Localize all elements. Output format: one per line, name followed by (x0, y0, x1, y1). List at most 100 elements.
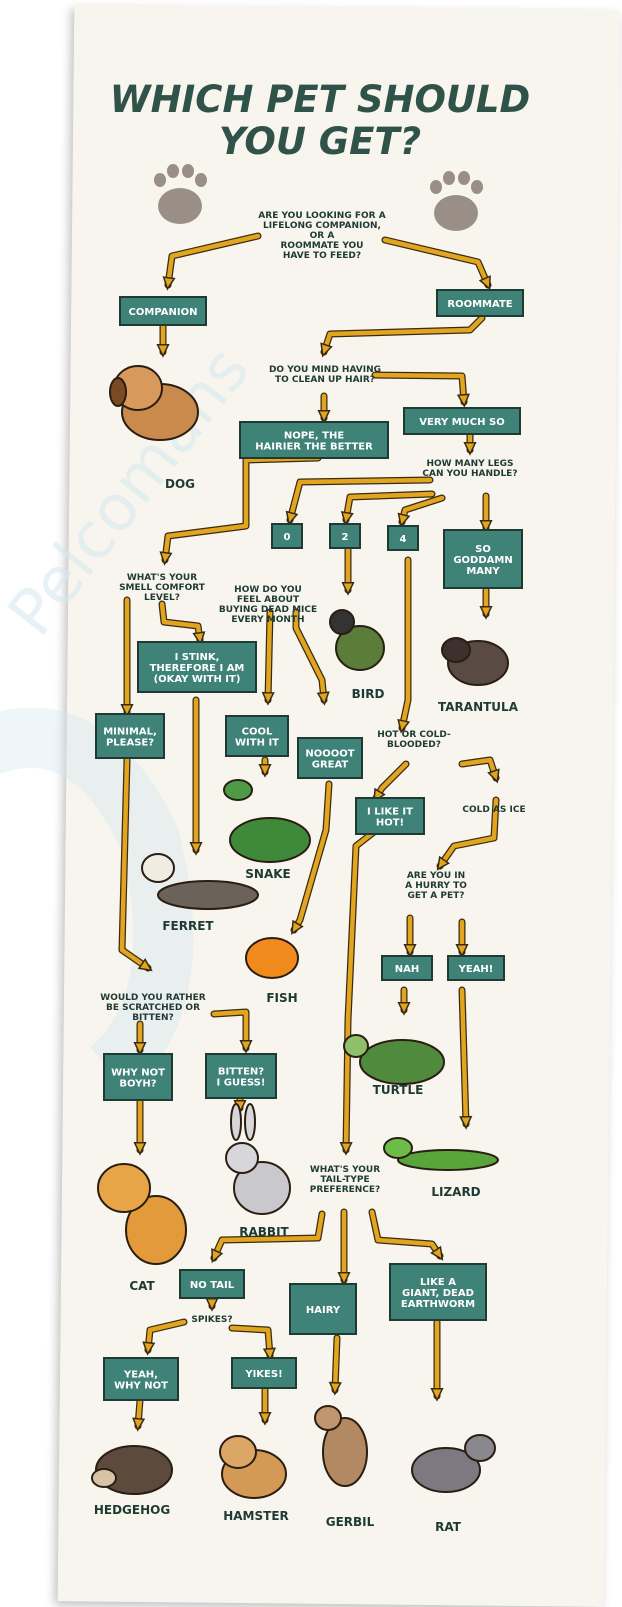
tarantula-head-illustration (441, 637, 471, 663)
arrowhead (455, 944, 469, 958)
box-stink: I STINK,THEREFORE I AM(OKAY WITH IT) (137, 641, 257, 693)
arrowhead (463, 442, 477, 456)
arrowhead (341, 582, 355, 596)
flow-arrow (369, 1209, 443, 1259)
box-yeahwhy-label: YEAH, (123, 1370, 158, 1381)
ferret-illustration (157, 880, 259, 910)
flow-arrow (211, 1009, 249, 1051)
rabbit-ear-illustration (244, 1103, 256, 1141)
question-cold-line: COLD AS ICE (462, 805, 525, 815)
box-very: VERY MUCH SO (403, 407, 521, 435)
pet-label-gerbil: GERBIL (326, 1515, 375, 1529)
watermark-swoosh (0, 707, 194, 1093)
flow-arrow (399, 557, 411, 731)
pet-label-snake: SNAKE (245, 867, 290, 881)
box-worm-frame (389, 1263, 487, 1321)
box-leg4-frame (387, 525, 419, 551)
box-bitten-label: I GUESS! (217, 1078, 266, 1089)
question-cold: COLD AS ICE (462, 805, 525, 815)
flow-arrow (287, 477, 433, 523)
arrowhead (397, 512, 411, 528)
arrowhead (479, 606, 493, 620)
box-yeah: YEAH! (447, 955, 505, 981)
box-cool-label: WITH IT (235, 738, 279, 749)
question-blood: HOT OR COLD-BLOODED? (377, 730, 451, 750)
arrowhead (205, 1298, 219, 1312)
flow-arrow (265, 609, 273, 703)
box-leg4: 4 (387, 525, 419, 551)
box-noooot-label: GREAT (312, 760, 349, 771)
question-tail-line: TAIL-TYPE (320, 1175, 369, 1185)
box-whynot-frame (103, 1053, 173, 1101)
rat-illustration (411, 1447, 481, 1493)
arrowhead (316, 691, 330, 706)
flow-arrow (321, 315, 485, 355)
box-many-label: MANY (466, 566, 500, 577)
question-scratch-line: BITTEN? (132, 1013, 174, 1023)
arrow-outline (368, 1208, 444, 1260)
box-cool-frame (225, 715, 289, 757)
title-line-1: WHICH PET SHOULD (110, 78, 530, 121)
arrow-outline (228, 1324, 274, 1360)
pet-label-bird: BIRD (352, 687, 385, 701)
box-many-label: SO (475, 544, 491, 555)
box-yeah-label: YEAH! (458, 964, 494, 975)
question-legs-line: HOW MANY LEGS (426, 459, 513, 469)
box-yikes: YIKES! (231, 1357, 297, 1389)
arrowhead (285, 510, 299, 526)
question-legs-line: CAN YOU HANDLE? (422, 469, 517, 479)
arrowhead (459, 1115, 473, 1130)
box-nah-frame (381, 955, 433, 981)
box-nah: NAH (381, 955, 433, 981)
pet-label-hamster: HAMSTER (223, 1509, 289, 1523)
box-stink-label: (OKAY WITH IT) (154, 674, 241, 685)
question-lifelong-line: ARE YOU LOOKING FOR A (258, 211, 385, 221)
arrowhead (337, 1272, 351, 1286)
rabbit-illustration (233, 1161, 291, 1215)
box-yikes-label: YIKES! (244, 1369, 282, 1380)
cat-head-illustration (97, 1163, 151, 1213)
question-blood-line: BLOODED? (387, 740, 441, 750)
arrowhead (211, 1248, 224, 1264)
box-worm-label: GIANT, DEAD (402, 1288, 474, 1299)
box-stink-label: I STINK, (175, 652, 220, 663)
lizard-illustration (397, 1149, 499, 1171)
arrowhead (320, 342, 333, 358)
box-hairy: HAIRY (289, 1283, 357, 1335)
flow-arrow (291, 781, 332, 933)
gerbil-head-illustration (314, 1405, 342, 1431)
pet-label-turtle: TURTLE (373, 1083, 424, 1097)
arrowhead (340, 511, 354, 526)
flow-arrow (211, 1211, 325, 1261)
box-many-frame (443, 529, 523, 589)
flow-arrow (119, 757, 151, 971)
turtle-illustration (359, 1039, 445, 1085)
arrowhead (430, 1245, 444, 1261)
box-bitten-frame (205, 1053, 277, 1099)
snake-head-illustration (223, 779, 253, 801)
flow-arrow (229, 1325, 273, 1359)
question-smell-line: LEVEL? (144, 593, 180, 603)
question-hair-line: DO YOU MIND HAVING (269, 365, 381, 375)
arrowhead (192, 631, 206, 646)
box-very-label: VERY MUCH SO (419, 417, 504, 428)
box-minimal-frame (95, 713, 165, 759)
box-yikes-frame (231, 1357, 297, 1389)
box-stink-label: THEREFORE I AM (150, 663, 245, 674)
box-hairy-label: HAIRY (306, 1305, 341, 1316)
ferret-head-illustration (141, 853, 175, 883)
rabbit-head-illustration (225, 1142, 259, 1174)
arrowhead (142, 1341, 156, 1356)
arrow-outline (164, 232, 262, 289)
question-hurry-line: GET A PET? (407, 891, 464, 901)
box-leg0-frame (271, 523, 303, 549)
box-hot-label: HOT! (376, 818, 404, 829)
box-minimal: MINIMAL,PLEASE? (95, 713, 165, 759)
arrowhead (133, 1142, 147, 1156)
arrowhead (132, 1417, 146, 1432)
